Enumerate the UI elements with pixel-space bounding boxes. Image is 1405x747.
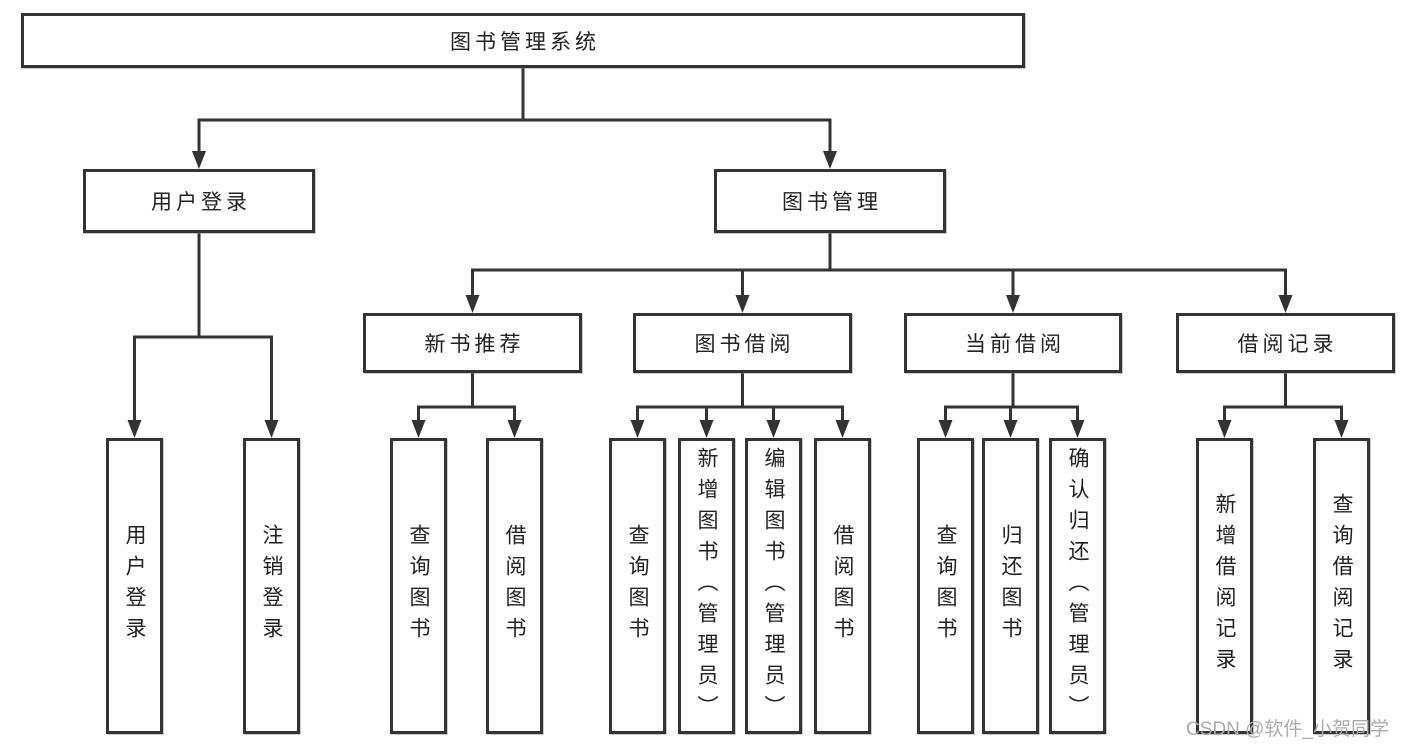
arrow-down-icon [1006,295,1020,313]
node-current-borrow: 当前借阅 [904,313,1122,373]
connector-records-to-leaves [1223,371,1343,424]
node-book-borrow: 图书借阅 [633,313,852,373]
arrow-down-icon [938,420,953,438]
leaf-borrow-borrow-books: 借阅图书 [814,438,871,734]
leaf-borrow-edit-books-admin: 编辑图书（管理员） [745,438,802,734]
leaf-current-query-books: 查询图书 [917,438,974,734]
arrow-down-icon [1003,420,1018,438]
arrow-down-icon [264,420,279,438]
arrow-down-icon [1217,420,1232,438]
arrow-down-icon [507,420,522,438]
arrow-down-icon [465,295,480,313]
arrow-down-icon [823,151,837,169]
node-user-login: 用户登录 [83,169,315,233]
leaf-current-confirm-return-admin: 确认归还（管理员） [1049,438,1106,734]
leaf-newbook-borrow-books: 借阅图书 [486,438,543,734]
node-new-book-recommend: 新书推荐 [363,313,582,373]
arrow-down-icon [411,420,426,438]
csdn-watermark: CSDN @软件_小贺同学 [1186,719,1389,740]
connector-currentborrow-to-leaves [944,371,1079,424]
arrow-down-icon [699,420,714,438]
node-root-system: 图书管理系统 [21,13,1025,68]
leaf-borrow-add-books-admin: 新增图书（管理员） [678,438,735,734]
leaf-records-query-record: 查询借阅记录 [1313,438,1370,734]
node-book-management: 图书管理 [714,169,946,233]
arrowheads [127,151,1349,438]
connector-bookborrow-to-leaves [636,371,844,424]
leaf-newbook-query-books: 查询图书 [390,438,447,734]
connector-newbook-to-leaves [417,371,516,424]
arrow-down-icon [1070,420,1085,438]
leaf-user-login: 用户登录 [106,438,163,734]
arrow-down-icon [835,420,850,438]
leaf-logout: 注销登录 [243,438,300,734]
leaf-current-return-books: 归还图书 [982,438,1039,734]
arrow-down-icon [192,151,206,169]
arrow-down-icon [1334,420,1349,438]
arrow-down-icon [127,420,142,438]
connector-root-to-level2 [197,66,832,155]
leaf-records-add-record: 新增借阅记录 [1196,438,1253,734]
arrow-down-icon [1278,295,1293,313]
arrow-down-icon [735,295,750,313]
node-borrow-records: 借阅记录 [1176,313,1395,373]
connector-bookmgmt-to-level3 [471,231,1287,299]
arrow-down-icon [766,420,781,438]
arrow-down-icon [630,420,645,438]
leaf-borrow-query-books: 查询图书 [609,438,666,734]
connector-userlogin-to-leaves [133,231,273,424]
